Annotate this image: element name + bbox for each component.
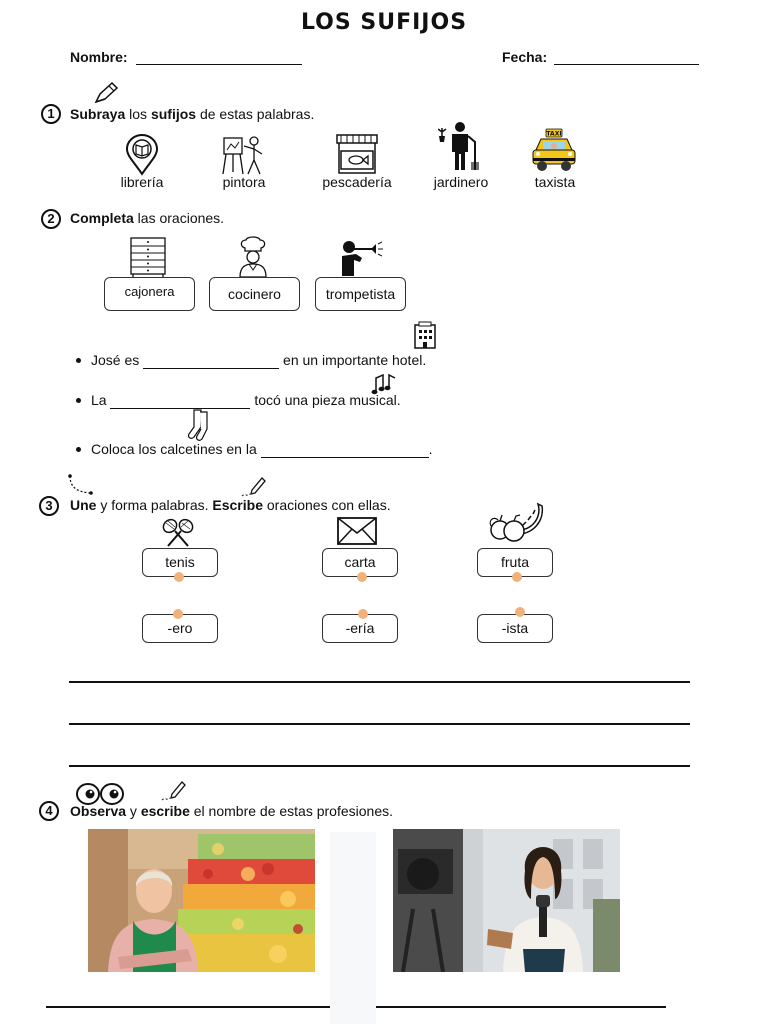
gardener-icon xyxy=(438,120,482,172)
section-number-2: 2 xyxy=(41,209,61,229)
trumpeter-icon xyxy=(340,238,384,278)
music-notes-icon xyxy=(371,372,397,396)
connector-dot-tenis[interactable] xyxy=(174,572,184,582)
instruction-1: Subraya los sufijos de estas palabras. xyxy=(70,106,315,122)
reporter-photo xyxy=(393,829,620,972)
sentence-1: José es en un importante hotel. xyxy=(91,352,427,369)
taxi-sign-text: TAXI xyxy=(546,131,561,138)
section-number-1: 1 xyxy=(41,104,61,124)
painter-icon xyxy=(220,132,266,176)
writing-line-3[interactable] xyxy=(69,765,690,767)
sentence-3: Coloca los calcetines en la . xyxy=(91,441,433,458)
answer-line-1[interactable] xyxy=(46,1006,330,1008)
section-number-3: 3 xyxy=(39,496,59,516)
bullet-2 xyxy=(76,398,81,403)
instruction-3: Une y forma palabras. Escribe oraciones … xyxy=(70,497,391,513)
word-libreria: librería xyxy=(120,174,164,190)
connector-dot-carta[interactable] xyxy=(357,572,367,582)
writing-line-1[interactable] xyxy=(69,681,690,683)
bullet-1 xyxy=(76,358,81,363)
envelope-icon xyxy=(337,517,377,545)
word-pintora: pintora xyxy=(222,174,266,190)
date-field[interactable] xyxy=(554,52,699,65)
chef-icon xyxy=(237,236,269,278)
instruction-4: Observa y escribe el nombre de estas pro… xyxy=(70,803,393,819)
tennis-rackets-icon xyxy=(160,518,196,548)
taxi-icon: TAXI xyxy=(532,128,576,174)
connector-dot-fruta[interactable] xyxy=(512,572,522,582)
answer-line-2[interactable] xyxy=(376,1006,666,1008)
option-trompetista: trompetista xyxy=(315,277,406,311)
suffix-ero[interactable]: -ero xyxy=(142,614,218,643)
root-fruta[interactable]: fruta xyxy=(477,548,553,577)
name-field[interactable] xyxy=(136,52,302,65)
dotted-line-icon xyxy=(68,474,94,496)
blank-1[interactable] xyxy=(143,352,280,369)
pencil-write-icon xyxy=(240,476,266,498)
writing-line-2[interactable] xyxy=(69,723,690,725)
eyes-icon xyxy=(76,782,124,806)
sentence-2: La tocó una pieza musical. xyxy=(91,392,401,409)
blank-2[interactable] xyxy=(110,392,251,409)
word-taxista: taxista xyxy=(534,174,576,190)
blank-3[interactable] xyxy=(260,441,429,458)
spacer-strip xyxy=(330,832,376,1024)
option-cocinero: cocinero xyxy=(209,277,300,311)
socks-icon xyxy=(186,409,212,443)
fruit-seller-photo xyxy=(88,829,315,972)
connector-dot-eria[interactable] xyxy=(358,609,368,619)
word-jardinero: jardinero xyxy=(433,174,489,190)
book-location-icon xyxy=(124,134,160,176)
connector-dot-ista[interactable] xyxy=(515,607,525,617)
name-label: Nombre: xyxy=(70,49,128,65)
drawer-chest-icon xyxy=(129,237,167,277)
date-label: Fecha: xyxy=(502,49,548,65)
suffix-ista[interactable]: -ista xyxy=(477,614,553,643)
hotel-icon xyxy=(413,321,437,349)
word-pescaderia: pescadería xyxy=(322,174,392,190)
fish-shop-icon xyxy=(335,133,379,175)
instruction-2: Completa las oraciones. xyxy=(70,210,225,226)
connector-dot-ero[interactable] xyxy=(173,609,183,619)
page-title: LOS SUFIJOS xyxy=(300,10,468,35)
bullet-3 xyxy=(76,447,81,452)
section-number-4: 4 xyxy=(39,801,59,821)
pencil-icon xyxy=(92,80,120,106)
option-cajonera: cajonera xyxy=(104,277,195,311)
pencil-write-icon-2 xyxy=(160,780,186,802)
fruit-icon xyxy=(488,500,544,544)
